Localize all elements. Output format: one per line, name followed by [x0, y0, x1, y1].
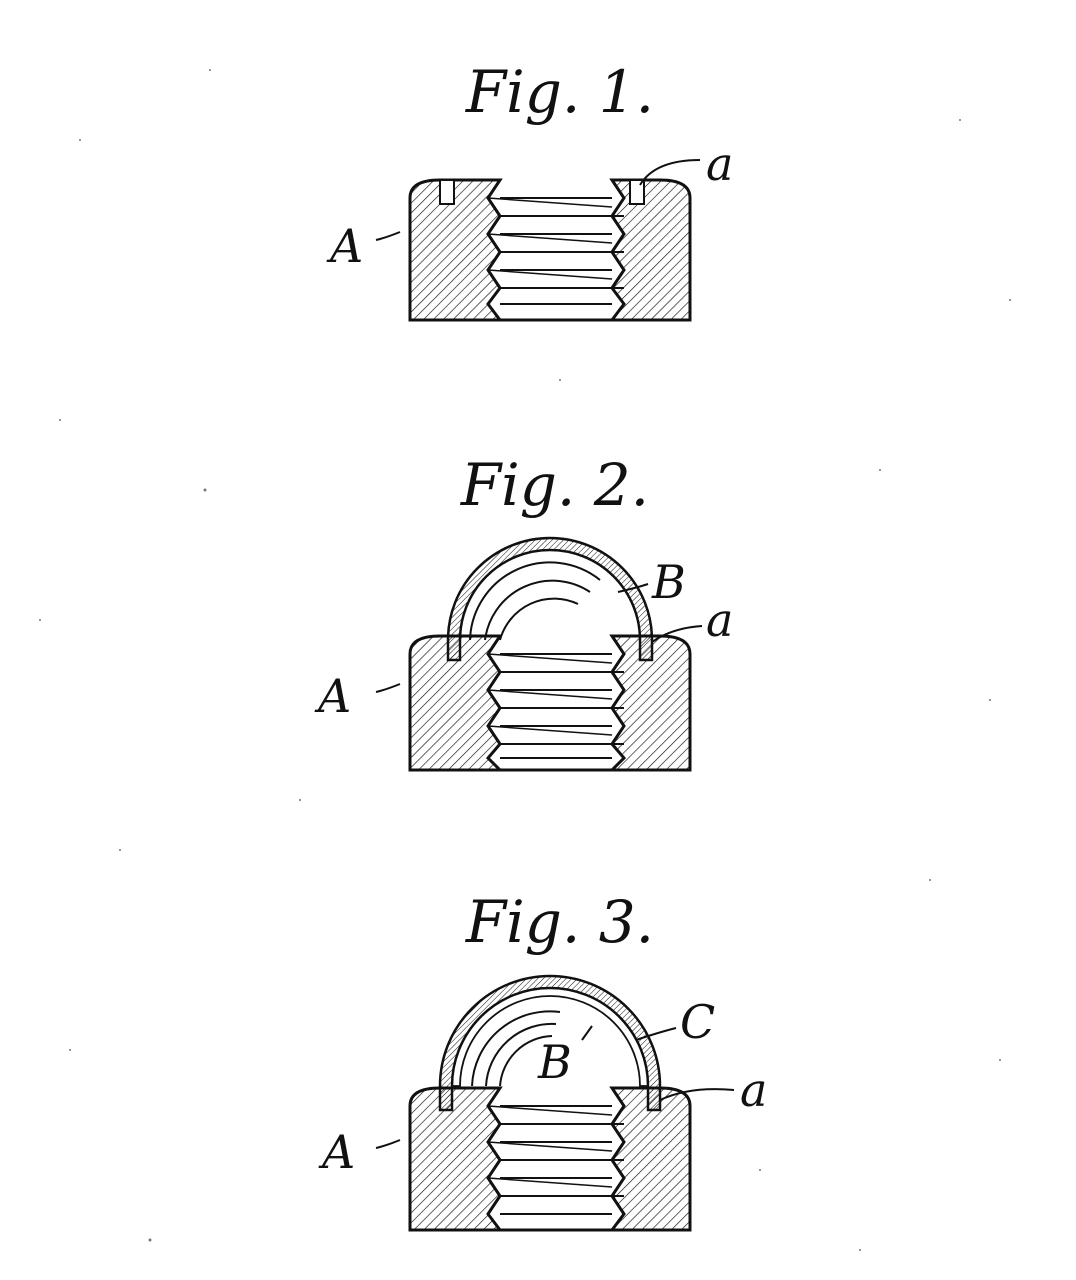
figure-2-label-a: a — [706, 593, 733, 647]
figure-3-threads — [487, 1105, 624, 1215]
figure-1-recess — [439, 179, 455, 205]
figure-1-recess-right — [629, 179, 645, 205]
figure-2-body-right — [608, 634, 692, 772]
figure-3-label-A: A — [318, 1125, 355, 1179]
figure-3-label-C: C — [680, 995, 715, 1049]
figure-2-cap-shading — [469, 561, 601, 641]
figure-3: Fig. 3. A B C a — [318, 888, 767, 1232]
figure-2-label-B: B — [651, 555, 686, 609]
figure-1: Fig. 1. A a — [326, 58, 733, 322]
figure-1-label-a: a — [706, 137, 733, 191]
figure-3-cap-shading — [471, 1010, 561, 1087]
figure-3-label-B: B — [537, 1035, 572, 1089]
figure-2: Fig. 2. A B a — [314, 451, 733, 772]
figure-1-label-A: A — [326, 219, 363, 273]
figure-2-title: Fig. 2. — [460, 451, 649, 519]
figure-2-label-A: A — [314, 669, 351, 723]
figure-3-label-a: a — [740, 1063, 767, 1117]
figure-1-body-right — [609, 178, 692, 322]
figure-2-body-left — [408, 634, 504, 772]
figure-3-body-left — [408, 1086, 503, 1232]
figure-3-title: Fig. 3. — [465, 888, 654, 956]
figure-3-body-right — [609, 1086, 692, 1232]
paper-speckle — [39, 69, 1011, 1251]
figure-1-threads — [487, 197, 624, 305]
figure-2-threads — [487, 653, 624, 759]
figure-3-cap — [451, 987, 649, 1087]
figure-1-title: Fig. 1. — [465, 58, 654, 126]
